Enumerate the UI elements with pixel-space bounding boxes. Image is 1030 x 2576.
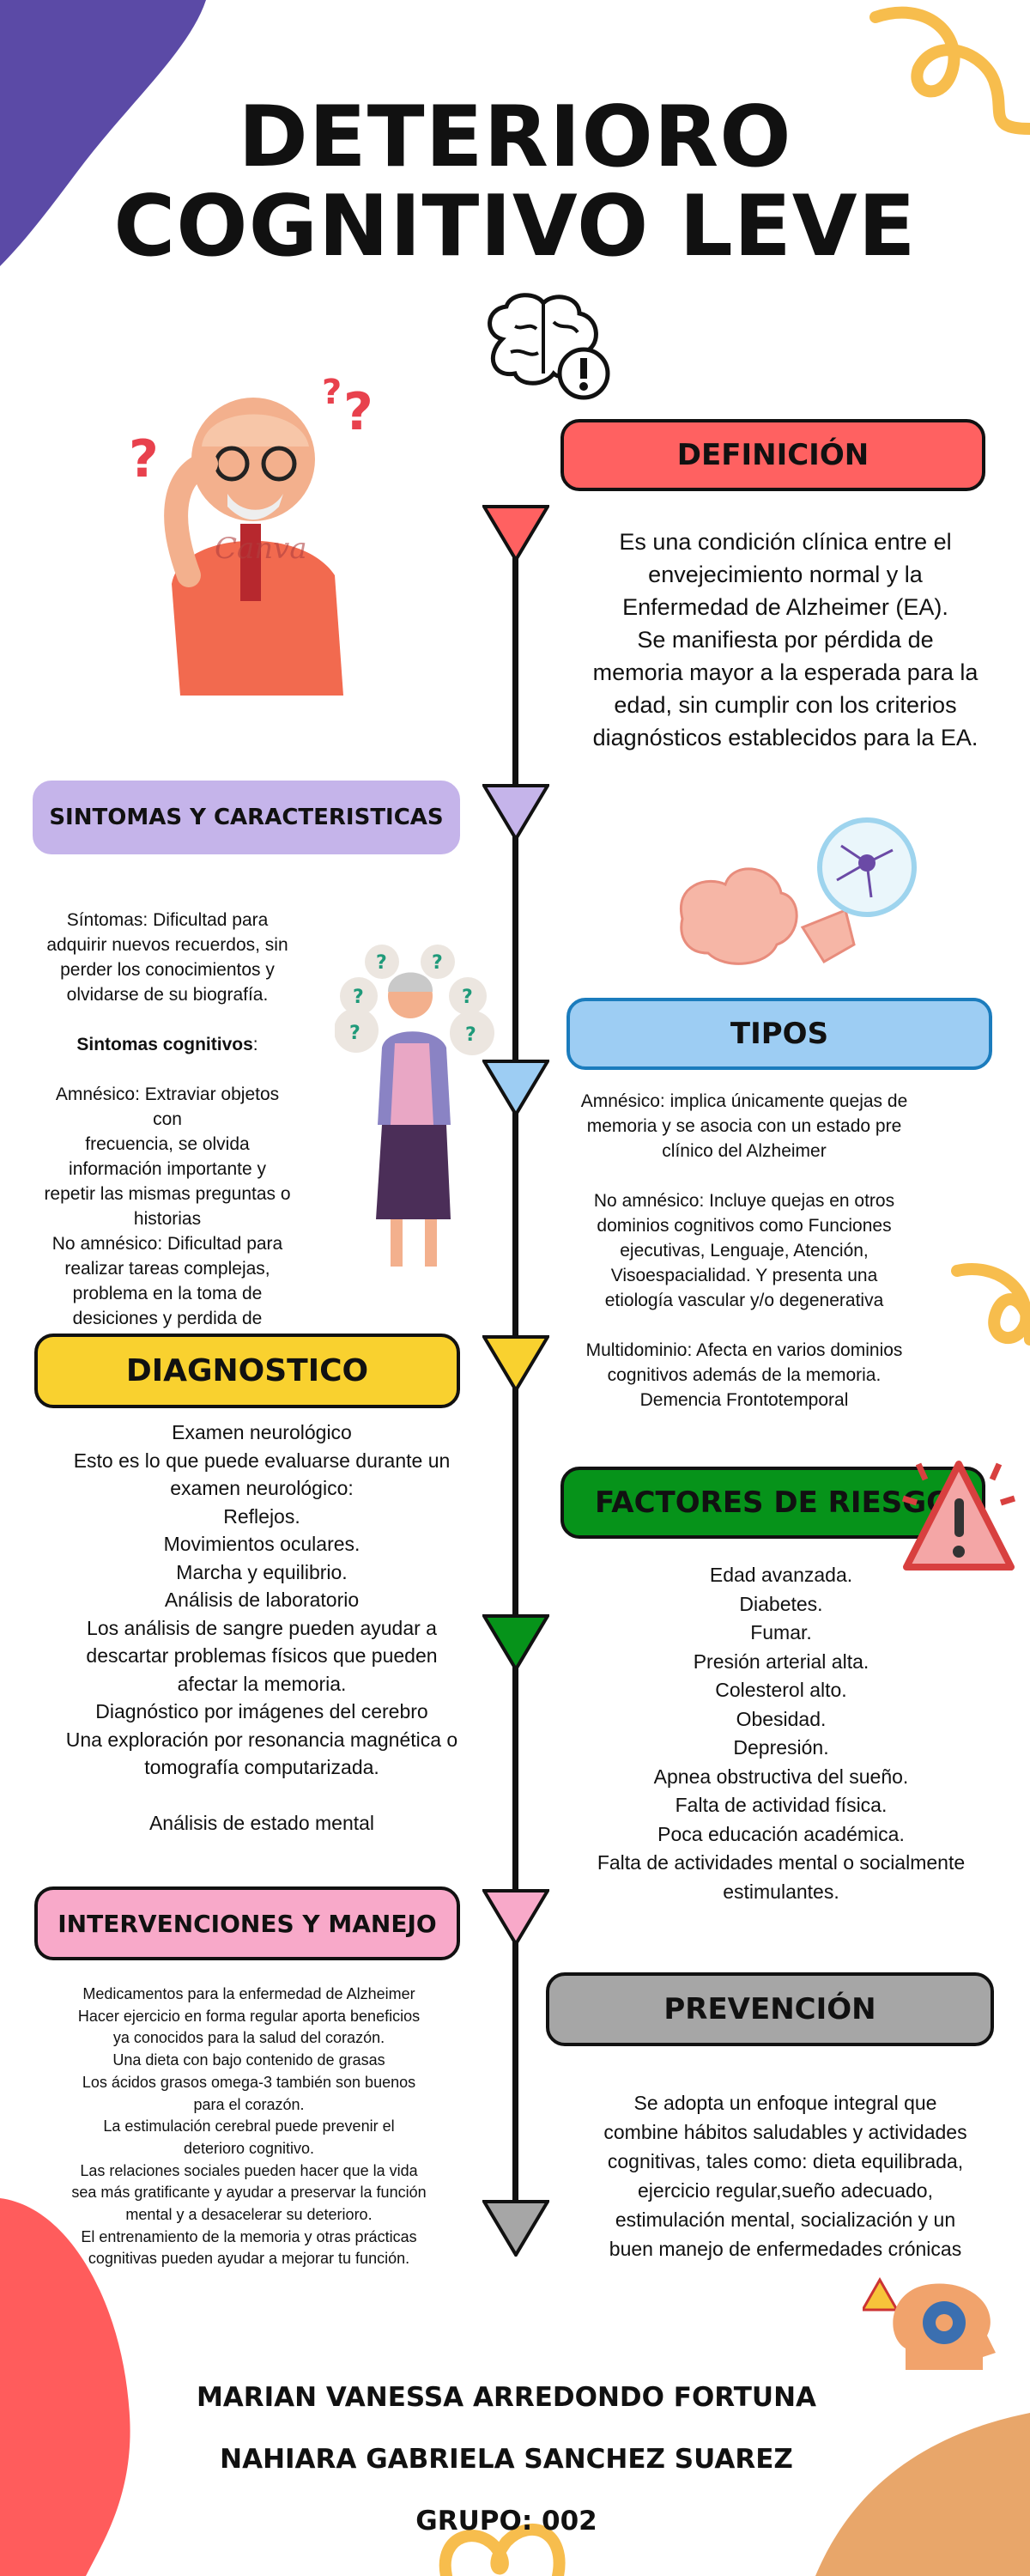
watermark-text: Canva xyxy=(215,532,307,566)
yellow-swirl-top-decoration xyxy=(869,6,1030,135)
intervenciones-text: Medicamentos para la enfermedad de Alzhe… xyxy=(71,1985,427,2268)
yellow-swirl-right-decoration xyxy=(951,1263,1030,1346)
heading-text: SINTOMAS Y CARACTERISTICAS xyxy=(49,805,444,830)
section-header-sintomas: SINTOMAS Y CARACTERISTICAS xyxy=(33,781,460,854)
section-header-factores: FACTORES DE RIESGO xyxy=(560,1467,985,1539)
tipos-text: Amnésico: implica únicamente quejas de m… xyxy=(580,1091,908,1410)
section-header-prevencion: PREVENCIÓN xyxy=(546,1972,994,2046)
definicion-text: Es una condición clínica entre el enveje… xyxy=(592,529,978,750)
heading-text: DIAGNOSTICO xyxy=(125,1353,369,1388)
timeline-marker-sintomas xyxy=(482,784,549,841)
heading-text: TIPOS xyxy=(730,1017,829,1051)
svg-text:?: ? xyxy=(432,952,443,974)
author-2: NAHIARA GABRIELA SANCHEZ SUAREZ xyxy=(220,2444,793,2475)
confused-old-man-illustration: ? ? ? Canva xyxy=(129,378,373,696)
yellow-swirl-bottom-decoration xyxy=(439,2523,566,2576)
colon: : xyxy=(252,1035,258,1054)
sintomas-intro: Síntomas: Dificultad para adquirir nuevo… xyxy=(46,910,288,1005)
svg-text:?: ? xyxy=(462,987,473,1008)
orange-blob-decoration xyxy=(815,2413,1030,2576)
section-header-diagnostico: DIAGNOSTICO xyxy=(34,1334,460,1408)
prevencion-text: Se adopta un enfoque integral que combin… xyxy=(603,2092,967,2260)
red-blob-decoration xyxy=(0,2198,130,2576)
purple-blob-decoration xyxy=(0,0,206,266)
timeline-marker-diagnostico xyxy=(482,1335,549,1392)
heading-text: INTERVENCIONES Y MANEJO xyxy=(58,1909,437,1938)
svg-text:?: ? xyxy=(343,382,373,442)
brain-warning-icon xyxy=(488,293,610,400)
factores-text: Edad avanzada. Diabetes. Fumar. Presión … xyxy=(597,1564,966,1903)
timeline-marker-intervenciones xyxy=(482,1889,549,1946)
timeline-marker-definicion xyxy=(482,505,549,562)
section-header-intervenciones: INTERVENCIONES Y MANEJO xyxy=(34,1886,460,1960)
heading-text: FACTORES DE RIESGO xyxy=(594,1485,952,1520)
svg-text:?: ? xyxy=(322,378,342,412)
section-header-definicion: DEFINICIÓN xyxy=(560,419,985,491)
sintomas-cognitivos-label: Sintomas cognitivos xyxy=(76,1035,253,1054)
svg-text:?: ? xyxy=(465,1024,476,1046)
confused-old-woman-illustration: ?????? xyxy=(335,945,494,1267)
warning-triangle-icon xyxy=(901,1461,1016,1571)
section-header-tipos: TIPOS xyxy=(566,998,992,1070)
svg-text:?: ? xyxy=(129,429,159,489)
timeline-marker-prevencion xyxy=(482,2200,549,2257)
authors-block: MARIAN VANESSA ARREDONDO FORTUNA NAHIARA… xyxy=(0,2351,1013,2567)
head-gear-warning-icon xyxy=(863,2276,996,2370)
page-title: DETERIORO COGNITIVO LEVE xyxy=(0,93,1030,271)
svg-text:?: ? xyxy=(349,1023,360,1044)
svg-text:?: ? xyxy=(353,987,364,1008)
heading-text: PREVENCIÓN xyxy=(663,1992,876,2026)
timeline-marker-factores xyxy=(482,1614,549,1671)
sintomas-text: Síntomas: Dificultad para adquirir nuevo… xyxy=(43,883,292,1406)
svg-text:?: ? xyxy=(376,952,387,974)
diagnostico-text: Examen neurológico Esto es lo que puede … xyxy=(65,1421,458,1834)
title-line-1: DETERIORO xyxy=(238,88,792,186)
title-line-2: COGNITIVO LEVE xyxy=(113,178,917,276)
author-1: MARIAN VANESSA ARREDONDO FORTUNA xyxy=(196,2382,817,2413)
brain-neurons-illustration xyxy=(679,817,917,965)
heading-text: DEFINICIÓN xyxy=(676,438,869,472)
group-label: GRUPO: 002 xyxy=(415,2506,597,2537)
timeline-marker-tipos xyxy=(482,1060,549,1116)
